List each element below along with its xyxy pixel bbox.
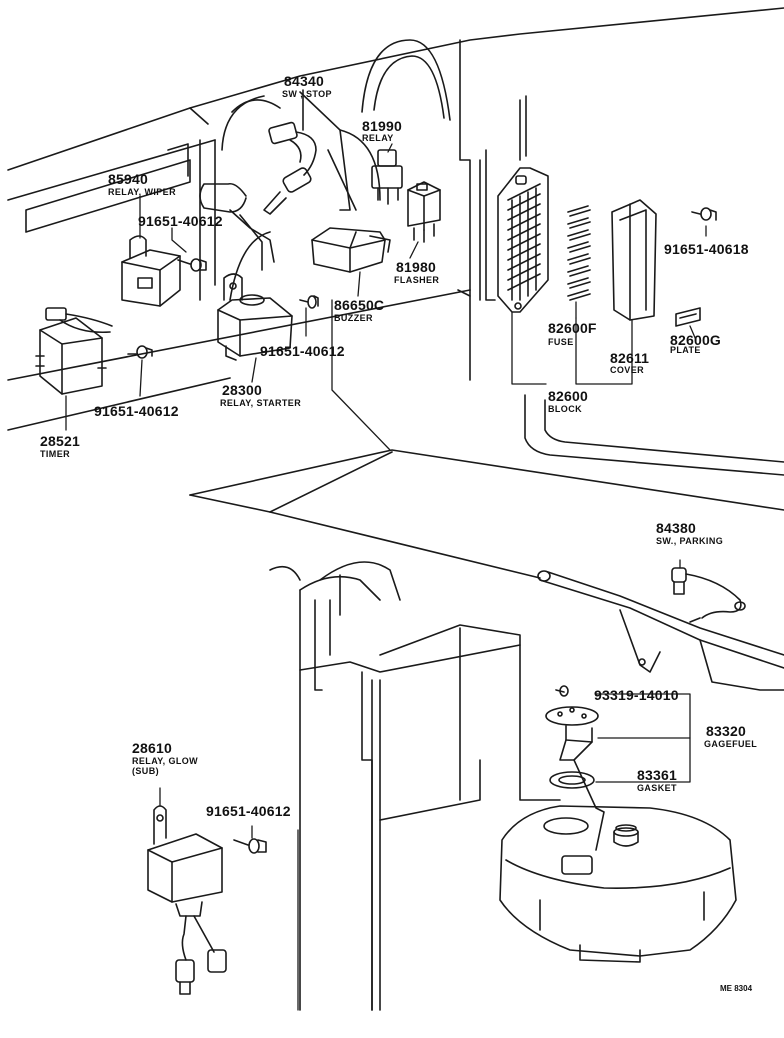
fuse-plate-drawing xyxy=(675,307,701,327)
fuse-block-drawing xyxy=(497,167,549,313)
wiper-relay-drawing xyxy=(121,235,181,307)
part-84380-number: 84380 xyxy=(656,520,696,536)
part-28521-name: TIMER xyxy=(40,449,70,459)
bolt-drawings xyxy=(127,207,717,854)
part-84380-name: SW., PARKING xyxy=(656,536,724,546)
part-82600g-number: 82600G xyxy=(670,332,722,348)
floor-outline xyxy=(189,289,784,579)
part-93319-number: 93319-14010 xyxy=(594,687,679,703)
fuses-drawing xyxy=(567,205,591,301)
starter-relay-drawing xyxy=(217,273,293,361)
part-81990-number: 81990 xyxy=(362,118,402,134)
part-28610-number: 28610 xyxy=(132,740,172,756)
part-84340-number: 84340 xyxy=(284,73,324,89)
part-81980-number: 81980 xyxy=(396,259,436,275)
relay-81990-drawing xyxy=(371,149,403,205)
part-86650c-name: BUZZER xyxy=(334,313,373,323)
part-85940-name: RELAY, WIPER xyxy=(108,187,176,197)
part-91651-40618-number: 91651-40618 xyxy=(664,241,749,257)
glow-relay-drawing xyxy=(147,805,227,995)
leader-lines xyxy=(65,143,707,1011)
timer-drawing xyxy=(35,307,113,395)
fuse-cover-drawing xyxy=(611,199,657,321)
part-91651-c-number: 91651-40612 xyxy=(94,403,179,419)
part-82600f-number: 82600F xyxy=(548,320,597,336)
flasher-81980-drawing xyxy=(407,181,441,243)
body-pillar-outline xyxy=(269,561,561,1011)
part-81980-name: FLASHER xyxy=(394,275,440,285)
dashboard-panel-outline xyxy=(7,7,784,431)
part-83361-name: GASKET xyxy=(637,783,677,793)
diagram-code: ME 8304 xyxy=(720,984,753,993)
part-82611-name: COVER xyxy=(610,365,645,375)
stop-switch-drawing xyxy=(199,89,317,271)
part-86650c-number: 86650C xyxy=(334,297,385,313)
part-82600g-name: PLATE xyxy=(670,345,701,355)
part-85940-number: 85940 xyxy=(108,171,148,187)
fuel-tank-drawing xyxy=(499,805,737,963)
parking-switch-drawing xyxy=(671,567,746,623)
part-91651-b-number: 91651-40612 xyxy=(260,343,345,359)
part-91651-a-number: 91651-40612 xyxy=(138,213,223,229)
part-84340-name: SW , STOP xyxy=(282,89,332,99)
part-82600-number: 82600 xyxy=(548,388,588,404)
fuel-gage-drawing xyxy=(545,706,605,875)
part-81990-name: RELAY xyxy=(362,133,394,143)
part-82600f-name: FUSE xyxy=(548,337,574,347)
part-83320-name: GAGEFUEL xyxy=(704,739,758,749)
part-82611-number: 82611 xyxy=(610,350,650,366)
part-28610-name: RELAY, GLOW xyxy=(132,756,199,766)
part-83361-number: 83361 xyxy=(637,767,677,783)
part-83320-number: 83320 xyxy=(706,723,746,739)
part-91651-d-number: 91651-40612 xyxy=(206,803,291,819)
part-28521-number: 28521 xyxy=(40,433,80,449)
part-28610-name-sub: (SUB) xyxy=(132,766,159,776)
parking-brake-lever xyxy=(537,570,784,691)
part-28300-number: 28300 xyxy=(222,382,262,398)
buzzer-86650c-drawing xyxy=(311,227,391,273)
part-82600-name: BLOCK xyxy=(548,404,582,414)
part-28300-name: RELAY, STARTER xyxy=(220,398,302,408)
